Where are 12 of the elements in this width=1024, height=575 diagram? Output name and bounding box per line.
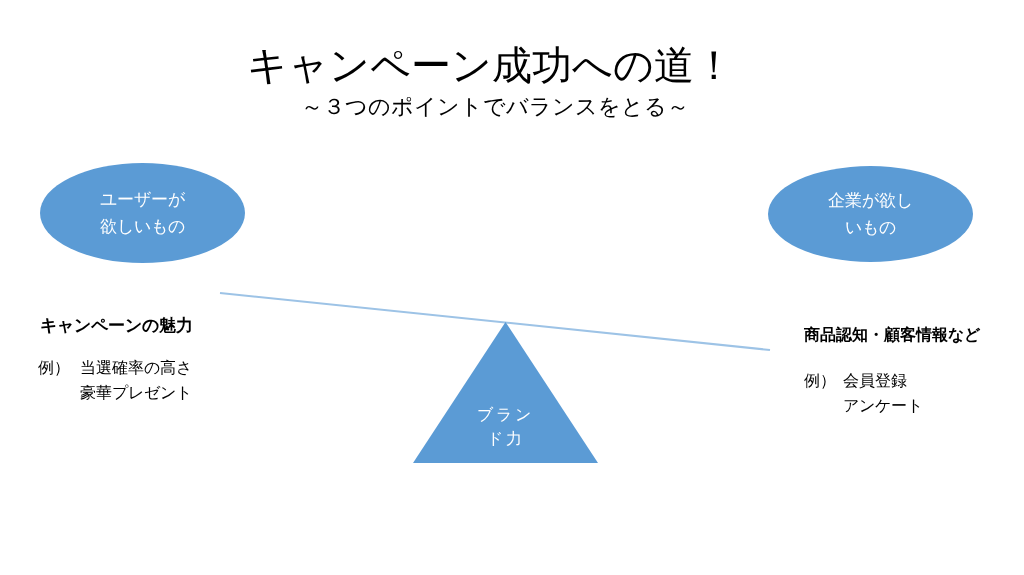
- example-marker: 例）: [38, 358, 70, 379]
- heading: 商品認知・顧客情報など: [804, 325, 980, 346]
- subtitle: ～３つのポイントでバランスをとる～: [300, 93, 690, 121]
- example-text: 会員登録: [843, 371, 907, 392]
- example-text: 豪華プレゼント: [80, 383, 192, 404]
- title: キャンペーン成功への道！: [245, 41, 735, 90]
- example-text: 当選確率の高さ: [80, 358, 192, 379]
- oval-node: ユーザーが欲しいもの: [40, 163, 245, 263]
- example-text: アンケート: [843, 396, 923, 417]
- oval-node: 企業が欲しいもの: [768, 166, 973, 262]
- heading: キャンペーンの魅力: [40, 314, 193, 337]
- example-marker: 例）: [804, 371, 836, 392]
